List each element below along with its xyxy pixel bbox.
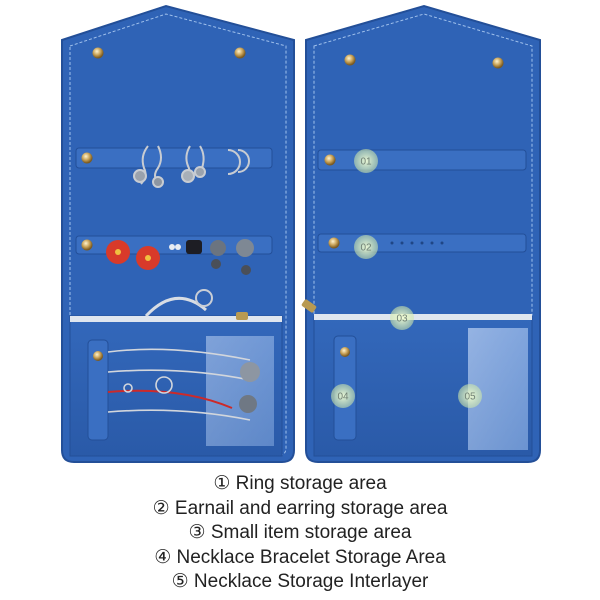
area-badge-5: 05 bbox=[458, 384, 482, 408]
left-case-stitching bbox=[69, 13, 287, 456]
ring-strap bbox=[75, 147, 273, 169]
caption-necklace-bracelet-storage: ④ Necklace Bracelet Storage Area bbox=[154, 546, 446, 568]
snap-button bbox=[340, 347, 350, 357]
area-badge-3: 03 bbox=[390, 306, 414, 330]
snap-button bbox=[324, 154, 336, 166]
area-badge-1: 01 bbox=[354, 149, 378, 173]
badge-circle bbox=[458, 384, 482, 408]
badge-circle bbox=[354, 235, 378, 259]
snap-button bbox=[344, 54, 356, 66]
snap-button bbox=[93, 351, 103, 361]
snap-button bbox=[92, 47, 104, 59]
red-flower-earrings bbox=[106, 240, 160, 270]
zipper-pull bbox=[236, 312, 248, 320]
caption-small-item-storage: ③ Small item storage area bbox=[188, 522, 412, 543]
badge-label: 03 bbox=[396, 314, 408, 325]
jewelry-case-illustration: 01 02 03 04 05 bbox=[61, 4, 541, 463]
badge-circle bbox=[354, 149, 378, 173]
badge-circle bbox=[390, 306, 414, 330]
earring-hooks bbox=[133, 145, 250, 188]
snap-button bbox=[328, 237, 340, 249]
badge-circle bbox=[331, 384, 355, 408]
snap-button bbox=[81, 152, 93, 164]
ring-strap bbox=[317, 149, 527, 171]
left-case bbox=[61, 4, 295, 463]
badge-label: 05 bbox=[464, 392, 476, 403]
badge-label: 02 bbox=[360, 243, 372, 254]
snap-button bbox=[492, 57, 504, 69]
necklace-strap bbox=[87, 339, 109, 441]
strap-holes bbox=[390, 241, 444, 245]
caption-necklace-interlayer: ⑤ Necklace Storage Interlayer bbox=[171, 571, 429, 592]
zipper bbox=[70, 316, 282, 322]
zipper bbox=[314, 314, 532, 320]
stud-earrings bbox=[169, 239, 254, 275]
caption-ring-storage: ① Ring storage area bbox=[213, 473, 387, 494]
snap-button bbox=[81, 239, 93, 251]
product-photo: 01 02 03 04 05 bbox=[61, 4, 541, 463]
badge-label: 04 bbox=[337, 392, 349, 403]
clear-pocket bbox=[206, 336, 274, 446]
snap-button bbox=[234, 47, 246, 59]
badge-label: 01 bbox=[360, 157, 372, 168]
area-badge-4: 04 bbox=[331, 384, 355, 408]
zipper-pull bbox=[301, 299, 317, 313]
caption-list: ① Ring storage area ② Earnail and earrin… bbox=[0, 472, 600, 595]
area-badge-2: 02 bbox=[354, 235, 378, 259]
caption-earring-storage: ② Earnail and earring storage area bbox=[152, 497, 448, 519]
necklaces bbox=[107, 348, 260, 421]
